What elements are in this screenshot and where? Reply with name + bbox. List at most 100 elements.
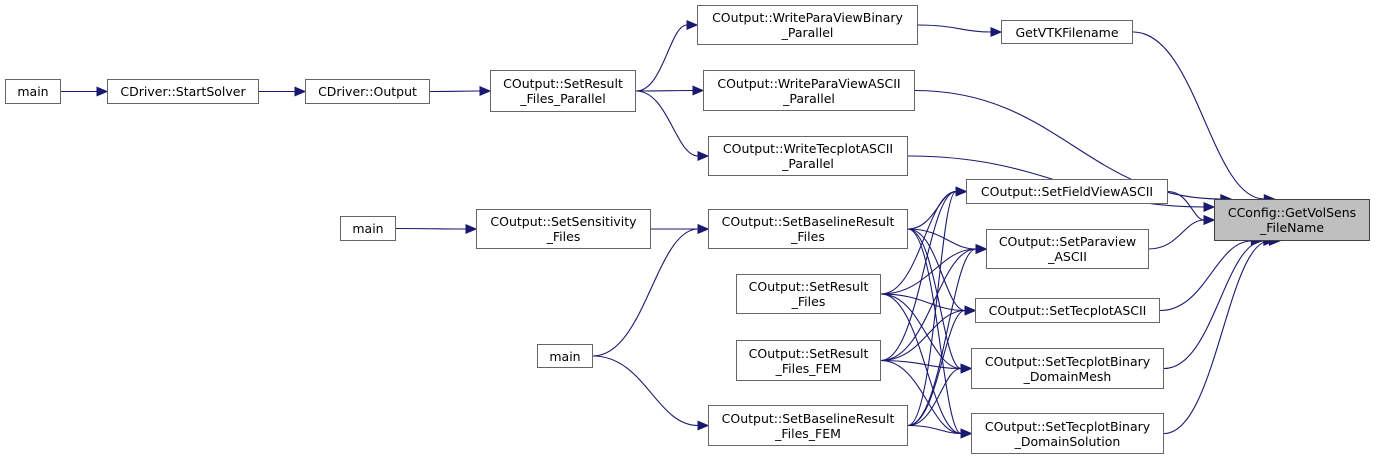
edge-set_result_files-to-set_paraview_ascii bbox=[880, 248, 977, 295]
node-label: main bbox=[549, 348, 581, 364]
node-coutput-setparaview-ascii[interactable]: COutput::SetParaview _ASCII bbox=[986, 229, 1149, 269]
edge-set_result_files_parallel-to-write_paraview_ascii_parallel bbox=[635, 89, 694, 92]
edge-set_baseline_result_files-to-set_tecplot_binary_domain_mesh bbox=[907, 228, 962, 370]
node-label-line-1: COutput::SetBaselineResult bbox=[721, 214, 895, 229]
arrowhead-main_c-to-set_baseline_result_files_fem bbox=[697, 420, 710, 431]
edge-set_result_files_fem-to-set_paraview_ascii bbox=[880, 248, 977, 362]
node-label-line-2: _Files_FEM bbox=[775, 425, 841, 441]
node-cconfig-getvolsens-filename: CConfig::GetVolSens _FileName bbox=[1214, 199, 1370, 241]
node-label-line-2: _Parallel bbox=[782, 156, 834, 171]
edge-set_result_files_parallel-to-write_tecplot_ascii_parallel bbox=[635, 90, 699, 157]
node-label-line-2: _Files bbox=[791, 294, 826, 309]
node-label-line-2: _Parallel bbox=[781, 25, 834, 40]
node-label: main bbox=[17, 84, 49, 99]
edge-set_paraview_ascii-to-get_vol_sens_filename bbox=[1148, 219, 1205, 250]
node-coutput-setfieldviewascii[interactable]: COutput::SetFieldViewASCII bbox=[966, 179, 1168, 204]
edge-write_paraview_binary_parallel-to-get_vtk_filename bbox=[917, 24, 992, 33]
edge-set_result_files-to-set_tecplot_binary_domain_mesh bbox=[880, 293, 962, 370]
node-label: COutput::SetFieldViewASCII bbox=[980, 184, 1154, 199]
node-label-line-2: _Files_FEM bbox=[775, 360, 842, 376]
edge-set_result_files-to-set_tecplot_ascii bbox=[880, 293, 966, 312]
node-label-line-2: _Parallel bbox=[783, 90, 835, 106]
edge-set_baseline_result_files_fem-to-set_tecplot_ascii bbox=[907, 309, 966, 427]
node-label-line-2: _FileName bbox=[1259, 220, 1325, 235]
node-coutput-setsensitivity-files[interactable]: COutput::SetSensitivity _Files bbox=[476, 209, 651, 249]
node-label-line-1: COutput::SetParaview bbox=[998, 234, 1137, 249]
node-label-line-1: COutput::SetResult bbox=[503, 76, 623, 91]
edge-get_vtk_filename-to-get_vol_sens_filename bbox=[1132, 31, 1265, 200]
edge-set_fieldview_ascii-to-get_vol_sens_filename bbox=[1167, 190, 1205, 221]
arrowhead-main_a-to-start_solver bbox=[96, 86, 109, 97]
node-label-line-2: _Files bbox=[546, 229, 581, 244]
edge-set_baseline_result_files-to-set_tecplot_binary_domain_solution bbox=[907, 228, 962, 435]
node-label-line-1: COutput::WriteTecplotASCII bbox=[722, 141, 894, 156]
node-label-line-1: COutput::SetBaselineResult bbox=[721, 410, 895, 426]
node-coutput-setbaselineresult-files[interactable]: COutput::SetBaselineResult _Files bbox=[708, 209, 908, 249]
arrowhead-set_baseline_result_files_fem-to-set_tecplot_ascii bbox=[964, 305, 977, 316]
edge-set_baseline_result_files_fem-to-set_tecplot_binary_domain_mesh bbox=[907, 367, 962, 427]
edge-set_baseline_result_files_fem-to-set_fieldview_ascii bbox=[907, 190, 957, 427]
node-coutput-settecplotbinary-domainsolution[interactable]: COutput::SetTecplotBinary _DomainSolutio… bbox=[971, 413, 1164, 454]
edge-output-to-set_result_files_parallel bbox=[429, 90, 481, 93]
node-label-line-2: _DomainMesh bbox=[1023, 368, 1112, 384]
edge-set_result_files_parallel-to-write_paraview_binary_parallel bbox=[635, 24, 688, 92]
node-cdriver-startsolver[interactable]: CDriver::StartSolver bbox=[107, 79, 259, 104]
node-label-line-1: COutput::SetSensitivity bbox=[490, 214, 637, 229]
edge-write_paraview_ascii_parallel-to-get_vol_sens_filename bbox=[914, 89, 1221, 200]
arrowhead-set_result_files_parallel-to-write_paraview_ascii_parallel bbox=[692, 85, 705, 96]
node-label: main bbox=[352, 221, 384, 236]
node-label-line-1: COutput::WriteParaViewBinary bbox=[712, 10, 903, 25]
node-label-line-2: _Files bbox=[791, 229, 825, 244]
edge-main_b-to-set_sensitivity_files bbox=[395, 227, 467, 230]
node-label-line-2: _ASCII bbox=[1048, 249, 1087, 264]
edge-set_result_files-to-set_tecplot_binary_domain_solution bbox=[880, 293, 962, 435]
node-label-line-2: _DomainSolution bbox=[1014, 433, 1121, 449]
node-getvtkfilename[interactable]: GetVTKFilename bbox=[1001, 20, 1133, 44]
node-coutput-setresult-files[interactable]: COutput::SetResult _Files bbox=[736, 274, 881, 314]
node-label-line-2: _Files_Parallel bbox=[520, 91, 606, 106]
arrowhead-write_tecplot_ascii_parallel-to-get_vol_sens_filename bbox=[1203, 202, 1216, 212]
node-label: GetVTKFilename bbox=[1015, 24, 1119, 40]
arrowhead-main_c-to-set_baseline_result_files bbox=[697, 224, 710, 234]
node-main-3[interactable]: main bbox=[537, 344, 593, 368]
arrowhead-main_b-to-set_sensitivity_files bbox=[465, 224, 478, 234]
arrowhead-write_paraview_binary_parallel-to-get_vtk_filename bbox=[990, 27, 1003, 37]
arrowhead-set_baseline_result_files_fem-to-set_tecplot_binary_domain_mesh bbox=[960, 363, 973, 374]
edge-set_result_files_fem-to-set_tecplot_binary_domain_mesh bbox=[880, 359, 962, 370]
edge-set_baseline_result_files-to-set_paraview_ascii bbox=[907, 228, 977, 250]
node-coutput-setbaselineresult-files-fem[interactable]: COutput::SetBaselineResult _Files_FEM bbox=[708, 405, 908, 446]
node-label-line-1: COutput::WriteParaViewASCII bbox=[717, 75, 901, 91]
node-label-line-1: COutput::SetResult bbox=[748, 345, 869, 361]
edge-main_c-to-set_baseline_result_files_fem bbox=[592, 355, 699, 427]
arrowhead-start_solver-to-output bbox=[294, 86, 307, 97]
node-coutput-settecplotascii[interactable]: COutput::SetTecplotASCII bbox=[975, 298, 1160, 323]
node-label-line-1: COutput::SetResult bbox=[748, 279, 869, 294]
node-coutput-settecplotbinary-domainmesh[interactable]: COutput::SetTecplotBinary _DomainMesh bbox=[971, 348, 1164, 389]
edge-set_result_files-to-set_fieldview_ascii bbox=[880, 190, 957, 295]
node-coutput-writetecplotascii-parallel[interactable]: COutput::WriteTecplotASCII _Parallel bbox=[708, 136, 908, 176]
arrowhead-set_result_files_parallel-to-write_paraview_binary_parallel bbox=[686, 20, 699, 30]
node-label-line-1: COutput::SetTecplotBinary bbox=[984, 418, 1151, 434]
node-label-line-1: CConfig::GetVolSens bbox=[1227, 205, 1357, 220]
node-coutput-setresult-files-parallel[interactable]: COutput::SetResult _Files_Parallel bbox=[490, 70, 636, 112]
edge-set_result_files_fem-to-set_tecplot_ascii bbox=[880, 309, 966, 362]
node-main-1[interactable]: main bbox=[5, 79, 61, 104]
arrowhead-output-to-set_result_files_parallel bbox=[479, 86, 492, 96]
node-label: CDriver::StartSolver bbox=[120, 84, 246, 99]
arrowhead-set_baseline_result_files_fem-to-set_tecplot_binary_domain_solution bbox=[960, 428, 973, 439]
node-main-2[interactable]: main bbox=[340, 216, 396, 241]
node-coutput-setresult-files-fem[interactable]: COutput::SetResult _Files_FEM bbox=[736, 340, 881, 381]
edge-set_tecplot_binary_domain_solution-to-get_vol_sens_filename bbox=[1163, 240, 1270, 435]
edge-set_tecplot_ascii-to-get_vol_sens_filename bbox=[1159, 240, 1252, 312]
arrowhead-set_result_files_parallel-to-write_tecplot_ascii_parallel bbox=[697, 151, 710, 161]
arrowhead-set_baseline_result_files_fem-to-set_fieldview_ascii bbox=[955, 186, 968, 197]
edge-set_baseline_result_files_fem-to-set_tecplot_binary_domain_solution bbox=[907, 424, 962, 435]
node-cdriver-output[interactable]: CDriver::Output bbox=[305, 79, 430, 104]
node-label-line-1: COutput::SetTecplotBinary bbox=[984, 353, 1151, 369]
edge-set_result_files_fem-to-set_fieldview_ascii bbox=[880, 190, 957, 362]
node-coutput-writeparaviewascii-parallel[interactable]: COutput::WriteParaViewASCII _Parallel bbox=[703, 70, 915, 111]
node-coutput-writeparaviewbinary-parallel[interactable]: COutput::WriteParaViewBinary _Parallel bbox=[697, 5, 918, 45]
edge-set_result_files_fem-to-set_tecplot_binary_domain_solution bbox=[880, 359, 962, 435]
arrowhead-set_baseline_result_files_fem-to-set_paraview_ascii bbox=[975, 244, 988, 254]
